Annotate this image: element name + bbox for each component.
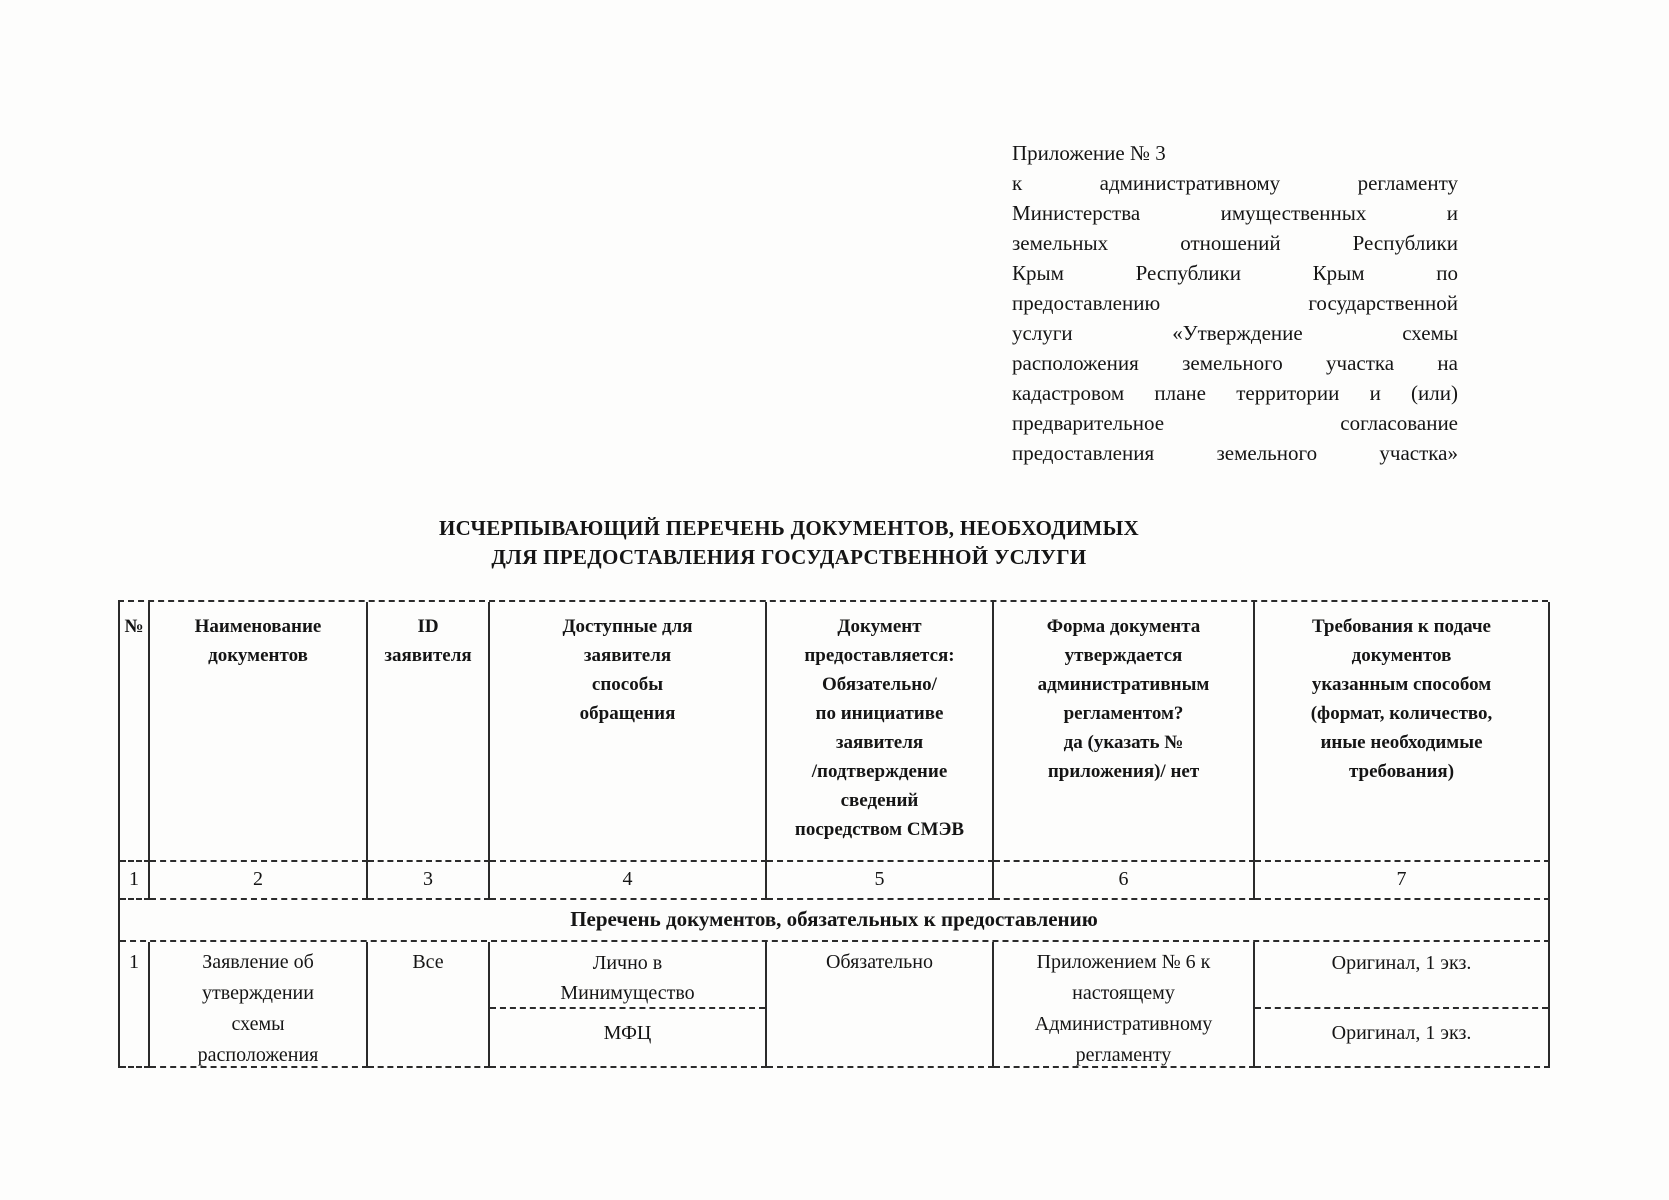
col-header-document-form: Форма документа утверждается администрат… xyxy=(994,602,1255,862)
appendix-line: кадастровом плане территории и (или) xyxy=(1012,381,1458,405)
requirement-original-1-cell: Оригинал, 1 экз. xyxy=(1255,942,1548,1009)
appendix-line: Крым Республики Крым по xyxy=(1012,261,1458,285)
column-number-4: 4 xyxy=(490,862,767,900)
appendix-line: предоставлению государственной xyxy=(1012,291,1458,315)
column-number-1: 1 xyxy=(120,862,150,900)
appendix-line: расположения земельного участка на xyxy=(1012,351,1458,375)
requirements-cell: Оригинал, 1 экз. Оригинал, 1 экз. xyxy=(1255,942,1550,1068)
appendix-reference-block: Приложение № 3 к административному регла… xyxy=(1012,138,1458,468)
document-title-line-2: ДЛЯ ПРЕДОСТАВЛЕНИЯ ГОСУДАРСТВЕННОЙ УСЛУГ… xyxy=(491,545,1087,569)
applicant-id-cell: Все xyxy=(368,942,490,1068)
methods-cell: Лично в Минимущество МФЦ xyxy=(490,942,767,1068)
document-title: ИСЧЕРПЫВАЮЩИЙ ПЕРЕЧЕНЬ ДОКУМЕНТОВ, НЕОБХ… xyxy=(258,514,1320,572)
appendix-line: земельных отношений Республики xyxy=(1012,231,1458,255)
column-number-3: 3 xyxy=(368,862,490,900)
appendix-line: к административному регламенту xyxy=(1012,171,1458,195)
requirement-original-2-cell: Оригинал, 1 экз. xyxy=(1331,1022,1472,1044)
column-number-5: 5 xyxy=(767,862,994,900)
col-header-document-provided: Документ предоставляется: Обязательно/ п… xyxy=(767,602,994,862)
col-header-available-methods: Доступные для заявителя способы обращени… xyxy=(490,602,767,862)
col-header-number-sign: № xyxy=(120,602,150,862)
column-number-6: 6 xyxy=(994,862,1255,900)
appendix-line: предварительное согласование xyxy=(1012,411,1458,435)
document-name-cell: Заявление об утверждении схемы расположе… xyxy=(150,942,368,1068)
provided-cell: Обязательно xyxy=(767,942,994,1068)
appendix-line: услуги «Утверждение схемы xyxy=(1012,321,1458,345)
method-mfc-cell: МФЦ xyxy=(603,1022,652,1044)
column-number-7: 7 xyxy=(1255,862,1550,900)
row-number-cell: 1 xyxy=(120,942,150,1068)
column-number-2: 2 xyxy=(150,862,368,900)
section-header-row: Перечень документов, обязательных к пред… xyxy=(120,900,1550,942)
col-header-submission-requirements: Требования к подаче документов указанным… xyxy=(1255,602,1550,862)
method-in-person-cell: Лично в Минимущество xyxy=(490,942,765,1009)
appendix-line: Приложение № 3 xyxy=(1012,141,1166,165)
documents-table: № Наименование документов ID заявителя Д… xyxy=(118,600,1550,1068)
form-cell: Приложением № 6 к настоящему Администрат… xyxy=(994,942,1255,1068)
col-header-applicant-id: ID заявителя xyxy=(368,602,490,862)
document-title-line-1: ИСЧЕРПЫВАЮЩИЙ ПЕРЕЧЕНЬ ДОКУМЕНТОВ, НЕОБХ… xyxy=(438,516,1140,540)
appendix-line: Министерства имущественных и xyxy=(1012,201,1458,225)
col-header-document-name: Наименование документов xyxy=(150,602,368,862)
appendix-line: предоставления земельного участка» xyxy=(1012,441,1458,465)
